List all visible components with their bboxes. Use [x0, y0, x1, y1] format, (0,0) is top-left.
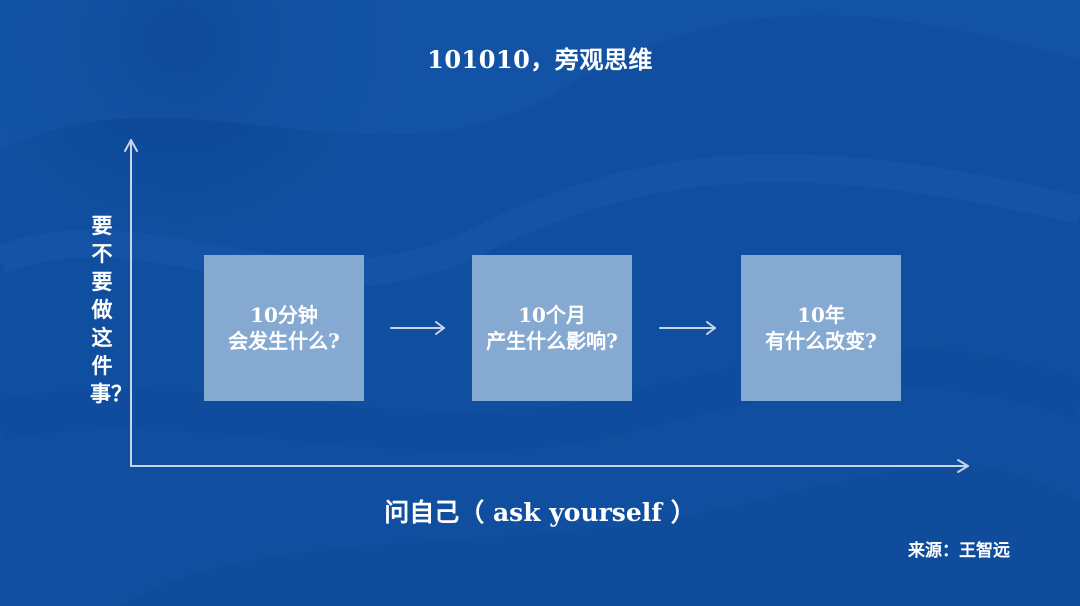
step-box-10-months: 10个月 产生什么影响?: [472, 255, 632, 401]
x-axis-arrowhead: [957, 459, 969, 473]
step-box-line2: 产生什么影响?: [486, 329, 618, 353]
x-axis-label: 问自己（ ask yourself ）: [384, 498, 696, 527]
step-box-10-minutes: 10分钟 会发生什么?: [204, 255, 364, 401]
arrow-2-head: [706, 321, 716, 335]
step-box-line2: 会发生什么?: [228, 329, 340, 353]
y-axis-arrowhead: [124, 139, 138, 152]
step-box-line1: 10个月: [518, 303, 586, 327]
arrow-1-head: [435, 321, 445, 335]
step-box-line1: 10分钟: [250, 303, 318, 327]
step-box-line1: 10年: [797, 303, 845, 327]
step-box-line2: 有什么改变?: [765, 329, 877, 353]
y-axis-label: 要不要做这件事？: [90, 213, 132, 406]
source-credit: 来源：王智远: [908, 541, 1010, 561]
step-box-10-years: 10年 有什么改变?: [741, 255, 901, 401]
slide-title: 101010，旁观思维: [427, 45, 653, 74]
